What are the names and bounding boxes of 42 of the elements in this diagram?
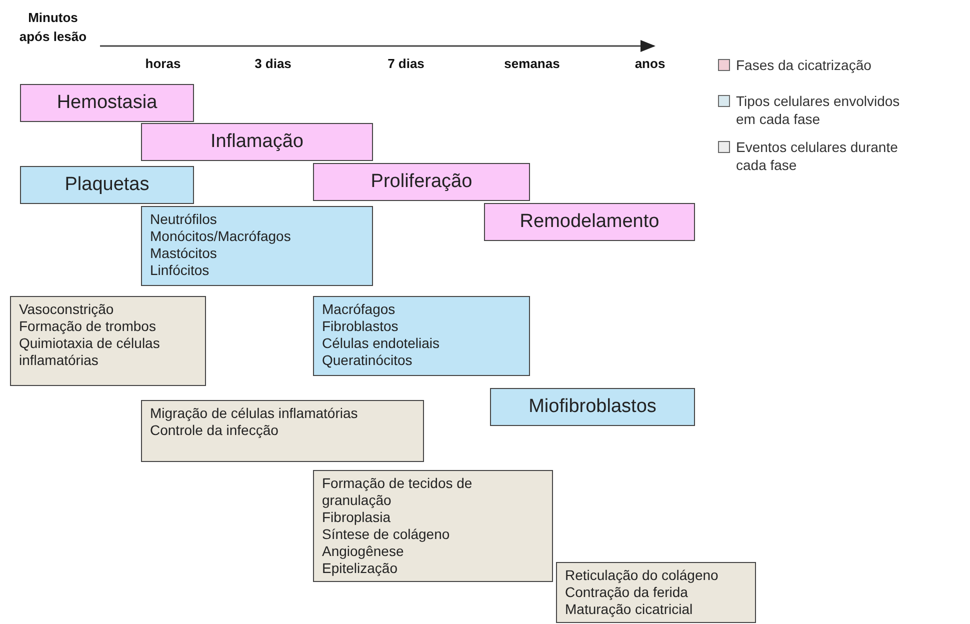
cell-type-box bbox=[313, 296, 530, 376]
axis-label: Minutos após lesão bbox=[18, 9, 88, 46]
list-item: Macrófagos bbox=[322, 301, 396, 318]
list-item: Formação de trombos bbox=[19, 318, 157, 335]
list-item: Reticulação do colágeno bbox=[565, 567, 720, 584]
phase-box: Inflamação bbox=[141, 123, 373, 161]
list-item: Fibroblastos bbox=[322, 318, 400, 335]
cell-event-box bbox=[141, 400, 424, 462]
legend-label: Fases da cicatrização bbox=[736, 56, 872, 74]
list-item: Células endoteliais bbox=[322, 335, 441, 352]
axis-label: semanas bbox=[503, 56, 561, 71]
axis-label: anos bbox=[634, 56, 666, 71]
cell-type-box: Plaquetas bbox=[20, 166, 194, 204]
list-item: Controle da infecção bbox=[150, 422, 280, 439]
phase-box: Remodelamento bbox=[484, 203, 695, 241]
list-item: Monócitos/Macrófagos bbox=[150, 228, 292, 245]
list-item: Angiogênese bbox=[322, 543, 405, 560]
cell-type-box: Miofibroblastos bbox=[490, 388, 695, 426]
list-item: Fibroplasia bbox=[322, 509, 392, 526]
list-item: Contração da ferida bbox=[565, 584, 689, 601]
cell-event-box bbox=[556, 562, 756, 623]
axis-label: horas bbox=[144, 56, 182, 71]
cell-event-box bbox=[313, 470, 553, 582]
list-item: Maturação cicatricial bbox=[565, 601, 694, 618]
list-item: Migração de células inflamatórias bbox=[150, 405, 359, 422]
cell-event-box bbox=[10, 296, 206, 386]
list-item: Mastócitos bbox=[150, 245, 218, 262]
legend-label: Eventos celulares durante cada fase bbox=[736, 138, 899, 174]
axis-label: 7 dias bbox=[386, 56, 426, 71]
cell-type-box bbox=[141, 206, 373, 286]
phase-box: Proliferação bbox=[313, 163, 530, 201]
list-item: Formação de tecidos de granulação bbox=[322, 475, 474, 509]
list-item: Síntese de colágeno bbox=[322, 526, 451, 543]
list-item: Epitelização bbox=[322, 560, 398, 577]
list-item: Linfócitos bbox=[150, 262, 210, 279]
list-item: Vasoconstrição bbox=[19, 301, 115, 318]
list-item: Queratinócitos bbox=[322, 352, 414, 369]
legend-label: Tipos celulares envolvidos em cada fase bbox=[736, 92, 901, 128]
list-item: Neutrófilos bbox=[150, 211, 218, 228]
axis-label: 3 dias bbox=[254, 56, 292, 71]
list-item: Quimiotaxia de células inflamatórias bbox=[19, 335, 161, 369]
phase-box: Hemostasia bbox=[20, 84, 194, 122]
